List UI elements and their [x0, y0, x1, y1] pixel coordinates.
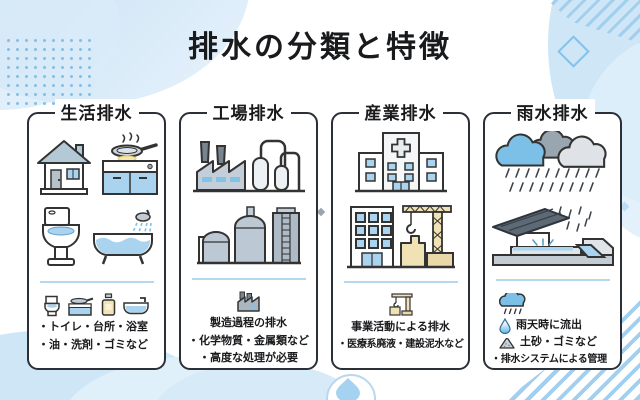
text-line-with-icon: 土砂・ゴミなど [489, 334, 616, 352]
text-line: ・化学物質・金属類など [188, 334, 309, 347]
mini-stove-icon [68, 295, 94, 317]
card-rainwater-drainage: 雨水排水 [483, 99, 622, 370]
card-title-domestic: 生活排水 [54, 99, 139, 124]
deco-diamond-gray-icon [316, 207, 326, 217]
mini-bathtub-icon [123, 296, 150, 317]
mini-icon-row [29, 287, 164, 317]
card-title-factory: 工場排水 [206, 99, 291, 124]
text-line: ・医療系廃液・建設泥水など [337, 338, 464, 350]
mini-factory-icon [236, 291, 262, 313]
mini-raincloud-icon [499, 292, 526, 315]
text-line: 土砂・ゴミなど [520, 336, 597, 349]
text-line-with-icon: 雨天時に流出 [489, 317, 616, 335]
mini-icon-row [181, 284, 316, 313]
hospital-icon [353, 129, 449, 195]
bathtub-shower-icon [91, 207, 155, 269]
page-title: 排水の分類と特徴 [188, 31, 452, 64]
deco-water-logo-icon [326, 374, 376, 400]
text-line: ・油・洗剤・ゴミなど [38, 338, 148, 351]
card-factory-wastewater: 工場排水 [179, 99, 318, 370]
card-industrial-wastewater: 産業排水 [331, 99, 470, 370]
card-title-industrial: 産業排水 [358, 99, 443, 124]
text-line: ・高度な処理が必要 [199, 352, 298, 365]
main-icon-area [485, 122, 620, 276]
main-icon-area [29, 122, 164, 278]
main-icon-area [333, 122, 468, 278]
text-line: ・排水システムによる管理 [491, 354, 607, 365]
text-line: 製造過程の排水 [210, 317, 287, 330]
mini-crane-icon [388, 293, 414, 317]
divider [343, 281, 458, 283]
card-domestic-wastewater: 生活排水 [27, 99, 166, 370]
main-icon-area [181, 122, 316, 275]
card-text: 製造過程の排水 ・化学物質・金属類など ・高度な処理が必要 [181, 315, 316, 368]
mini-icon-row [485, 285, 620, 315]
factory-icon [191, 130, 307, 196]
sediment-mound-icon [499, 337, 515, 349]
industrial-tanks-icon [195, 205, 303, 267]
water-drop-icon [499, 317, 511, 334]
divider [39, 281, 154, 283]
card-text: 雨天時に流出 土砂・ゴミなど ・排水システムによる管理 [485, 317, 620, 368]
mini-toilet-icon [43, 295, 61, 317]
frying-pan-stove-icon [101, 131, 159, 197]
rain-clouds-icon [494, 130, 611, 197]
text-line: ・トイレ・台所・浴室 [38, 321, 148, 333]
card-title-rainwater: 雨水排水 [510, 99, 595, 124]
toilet-icon [39, 205, 83, 269]
mini-icon-row [333, 287, 468, 317]
text-line: 雨天時に流出 [516, 318, 582, 331]
mini-detergent-icon [101, 293, 116, 317]
card-text: 事業活動による排水 ・医療系廃液・建設泥水など [333, 319, 468, 353]
text-line: 事業活動による排水 [351, 321, 450, 333]
divider [191, 277, 306, 280]
office-building-crane-icon [345, 203, 457, 271]
divider [495, 279, 610, 282]
card-text: ・トイレ・台所・浴室 ・油・洗剤・ゴミなど [29, 319, 164, 354]
roof-drainage-icon [491, 205, 615, 267]
house-icon [35, 135, 93, 197]
